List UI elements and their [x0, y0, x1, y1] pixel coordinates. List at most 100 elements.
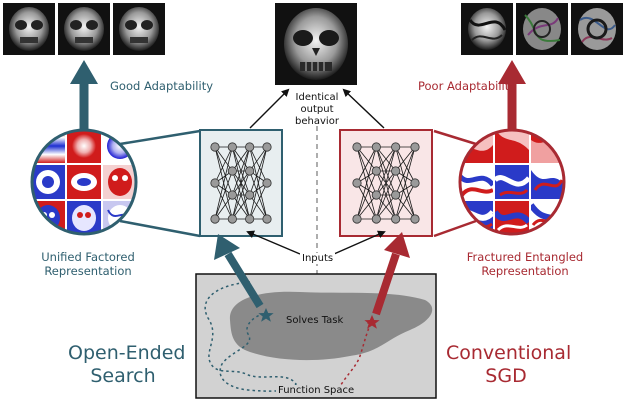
poor-adaptability-arrow	[498, 60, 526, 132]
network-node	[227, 166, 237, 176]
fractured-line-1: Fractured Entangled	[466, 250, 584, 264]
network-edge	[395, 170, 416, 220]
network-node	[210, 178, 220, 188]
good-adaptability-arrow	[70, 60, 98, 132]
network-node	[410, 178, 420, 188]
distorted-image	[571, 3, 623, 55]
identical-output-line-3: behavior	[295, 116, 339, 127]
unified-network-graph	[210, 142, 272, 224]
good-adaptability-label: Good Adaptability	[110, 79, 214, 93]
inputs-label: Inputs	[300, 253, 336, 264]
identical-output-label: Identical output behavior	[286, 92, 348, 128]
network-edge	[249, 146, 268, 184]
network-edge	[214, 146, 233, 172]
network-node	[245, 166, 255, 176]
solves-task-label: Solves Task	[286, 315, 344, 326]
network-node	[371, 214, 381, 224]
network-node	[262, 214, 272, 224]
network-edge	[214, 146, 233, 220]
unified-line-1: Unified Factored	[41, 250, 135, 264]
network-edge	[376, 146, 396, 172]
network-edge	[249, 146, 268, 196]
network-edge	[249, 146, 268, 220]
unified-representation-circle	[30, 128, 201, 238]
network-edge	[356, 146, 377, 184]
network-edge	[376, 194, 396, 220]
network-edge	[375, 170, 397, 220]
network-edge	[356, 146, 377, 196]
skull-image	[58, 3, 110, 55]
network-edge	[395, 146, 416, 196]
open-ended-to-network-arrow	[214, 234, 264, 309]
fractured-representation-circle	[433, 128, 566, 238]
network-node	[245, 190, 255, 200]
network-node	[391, 142, 401, 152]
network-edge	[395, 194, 416, 220]
distorted-image	[516, 3, 568, 55]
network-edge	[231, 170, 251, 220]
network-node	[227, 142, 237, 152]
network-node	[352, 142, 362, 152]
network-node	[371, 166, 381, 176]
network-edge	[214, 146, 233, 196]
open-ended-line-1: Open-Ended	[68, 342, 186, 364]
open-ended-line-2: Search	[90, 365, 156, 387]
sgd-line-1: Conventional	[446, 342, 572, 364]
network-edge	[356, 182, 377, 220]
network-edge	[214, 182, 233, 220]
network-edge	[214, 194, 233, 220]
arrow-inputs-to-right-net	[333, 230, 386, 255]
identical-output-line-1: Identical	[295, 92, 339, 103]
left-output-images	[3, 3, 165, 55]
conventional-sgd-label: Conventional SGD	[446, 342, 572, 388]
sgd-path	[335, 318, 374, 395]
network-edge	[356, 146, 377, 172]
network-node	[352, 178, 362, 188]
network-node	[410, 142, 420, 152]
skull-image	[113, 3, 165, 55]
network-node	[245, 214, 255, 224]
center-output-image	[275, 3, 357, 85]
network-edge	[232, 146, 250, 172]
open-ended-search-path	[204, 281, 297, 392]
network-node	[245, 142, 255, 152]
poor-adaptability-label: Poor Adaptability	[418, 79, 517, 93]
network-edge	[395, 146, 416, 184]
network-node	[227, 190, 237, 200]
network-edge	[395, 146, 416, 220]
star-icon	[364, 315, 380, 329]
network-edge	[375, 146, 397, 220]
skull-image	[3, 3, 55, 55]
network-edge	[395, 182, 416, 220]
star-icon	[258, 308, 274, 322]
network-edge	[232, 194, 250, 220]
function-space-label: Function Space	[276, 385, 357, 396]
right-output-images	[461, 3, 623, 55]
unified-representation-label: Unified Factored Representation	[28, 250, 148, 278]
fractured-line-2: Representation	[481, 264, 569, 278]
fractured-network-graph	[352, 142, 420, 224]
network-edge	[231, 146, 251, 196]
network-edge	[231, 146, 251, 220]
network-node	[210, 142, 220, 152]
network-node	[391, 214, 401, 224]
network-node	[227, 214, 237, 224]
network-node	[391, 190, 401, 200]
arrow-right-net-to-output	[342, 88, 385, 129]
distorted-image	[461, 3, 513, 55]
arrow-left-net-to-output	[249, 88, 290, 129]
network-edge	[375, 146, 397, 196]
network-edge	[249, 146, 268, 172]
network-edge	[395, 146, 416, 172]
unified-line-2: Representation	[44, 264, 132, 278]
network-node	[371, 142, 381, 152]
arrow-inputs-to-left-net	[246, 230, 301, 255]
network-edge	[249, 194, 268, 220]
network-edge	[249, 170, 268, 220]
fractured-representation-label: Fractured Entangled Representation	[458, 250, 592, 278]
network-edge	[214, 146, 233, 184]
open-ended-search-label: Open-Ended Search	[68, 342, 186, 388]
network-node	[391, 166, 401, 176]
network-node	[262, 178, 272, 188]
